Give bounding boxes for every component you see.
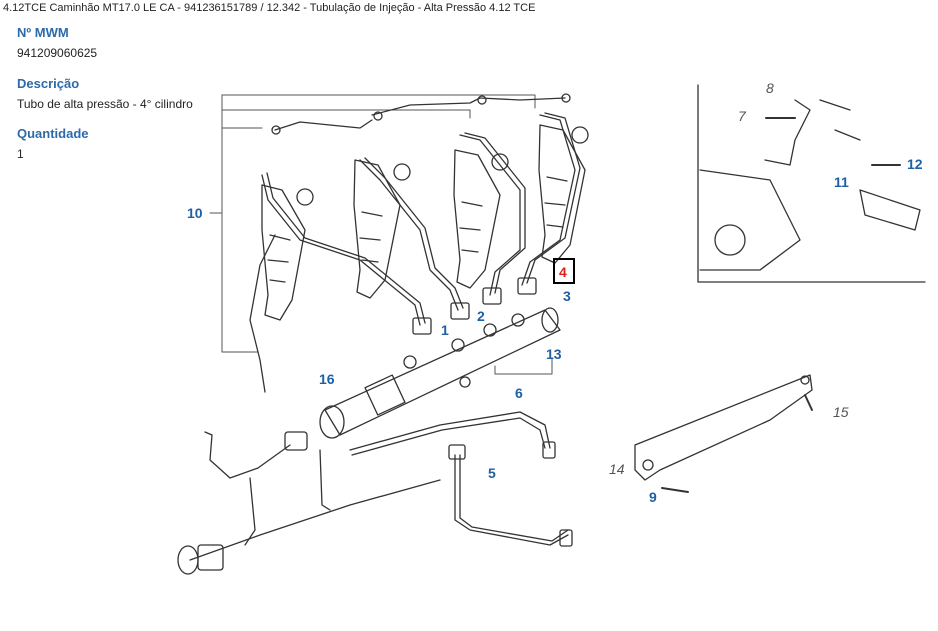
description-label: Descrição — [17, 76, 80, 91]
callout-1[interactable]: 1 — [441, 322, 449, 338]
rail-bracket — [634, 374, 813, 493]
callout-4[interactable]: 4 — [559, 264, 567, 280]
injector — [538, 124, 589, 264]
high-pressure-tube-2 — [359, 157, 470, 320]
description-value: Tubo de alta pressão - 4° cilindro — [17, 97, 193, 111]
high-pressure-tube-3 — [459, 132, 526, 305]
high-pressure-tube-1 — [261, 172, 432, 335]
selected-callout-box — [553, 258, 575, 284]
callout-3[interactable]: 3 — [563, 288, 571, 304]
callout-14[interactable]: 14 — [609, 461, 625, 477]
inset-detail — [697, 84, 926, 283]
part-number-label: Nº MWM — [17, 25, 69, 40]
callout-6[interactable]: 6 — [515, 385, 523, 401]
quantity-label: Quantidade — [17, 126, 89, 141]
breadcrumb-section[interactable]: 12.342 - Tubulação de Injeção - Alta Pre… — [266, 2, 536, 14]
injector — [453, 149, 509, 289]
breadcrumb-model[interactable]: 4.12TCE Caminhão MT17.0 LE CA - 94123615… — [3, 2, 258, 14]
return-line — [249, 93, 571, 393]
callout-13[interactable]: 13 — [546, 346, 562, 362]
high-pressure-tube-4 — [517, 112, 581, 295]
callout-7[interactable]: 7 — [738, 108, 747, 124]
callout-12[interactable]: 12 — [907, 156, 923, 172]
breadcrumb-separator: / — [260, 2, 264, 14]
callout-11[interactable]: 11 — [834, 174, 849, 190]
fuel-rail — [319, 307, 561, 439]
quantity-value: 1 — [17, 147, 24, 161]
callout-10-bracket — [209, 94, 536, 353]
callout-10[interactable]: 10 — [187, 205, 203, 221]
breadcrumb: 4.12TCE Caminhão MT17.0 LE CA - 94123615… — [3, 2, 535, 14]
callout-9[interactable]: 9 — [649, 489, 657, 505]
part-number-value: 941209060625 — [17, 46, 98, 60]
callout-15[interactable]: 15 — [833, 404, 849, 420]
callout-2[interactable]: 2 — [477, 308, 485, 324]
callout-8[interactable]: 8 — [766, 80, 774, 96]
callout-16[interactable]: 16 — [319, 371, 335, 387]
feed-line — [349, 411, 573, 547]
low-pressure-line — [177, 431, 441, 575]
injector — [261, 184, 314, 321]
callout-5[interactable]: 5 — [488, 465, 496, 481]
